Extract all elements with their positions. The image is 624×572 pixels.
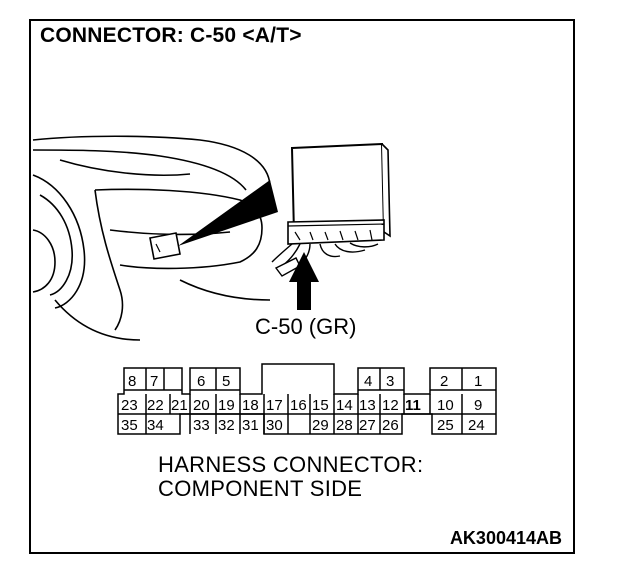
pin-11: 11 (405, 397, 421, 414)
pin-24: 24 (468, 417, 485, 434)
pin-29: 29 (312, 417, 329, 434)
pin-33: 33 (193, 417, 210, 434)
pin-labels: 8 7 6 5 4 3 2 1 23 22 21 20 19 18 17 16 … (121, 373, 485, 434)
connector-callout-label: C-50 (GR) (255, 314, 357, 339)
pin-8: 8 (128, 373, 136, 390)
pin-13: 13 (359, 397, 376, 414)
diagram-frame (29, 19, 575, 554)
harness-connector-face (117, 363, 497, 435)
connector-title: CONNECTOR: C-50 <A/T> (40, 24, 302, 47)
pin-10: 10 (437, 397, 454, 414)
pin-20: 20 (193, 397, 210, 414)
dash-connector-location (149, 232, 181, 260)
harness-caption-line1: HARNESS CONNECTOR: (158, 452, 424, 477)
pin-22: 22 (147, 397, 164, 414)
pin-34: 34 (147, 417, 164, 434)
pin-2: 2 (440, 373, 448, 390)
pin-27: 27 (359, 417, 376, 434)
pin-4: 4 (364, 373, 372, 390)
figure-code: AK300414AB (449, 528, 562, 548)
pin-30: 30 (266, 417, 283, 434)
pin-28: 28 (336, 417, 353, 434)
pin-7: 7 (150, 373, 158, 390)
pin-21: 21 (171, 397, 188, 414)
pin-6: 6 (197, 373, 205, 390)
pin-35: 35 (121, 417, 138, 434)
control-unit-drawing (271, 142, 391, 277)
instrument-panel-drawing (32, 135, 271, 341)
pin-3: 3 (386, 373, 394, 390)
pin-25: 25 (437, 417, 454, 434)
pin-12: 12 (382, 397, 399, 414)
pin-16: 16 (290, 397, 307, 414)
pin-31: 31 (242, 417, 259, 434)
callout-arrow (289, 252, 319, 310)
pin-18: 18 (242, 397, 259, 414)
pin-9: 9 (474, 397, 482, 414)
pin-5: 5 (222, 373, 230, 390)
pin-1: 1 (474, 373, 482, 390)
pin-17: 17 (266, 397, 283, 414)
pin-32: 32 (218, 417, 235, 434)
pin-15: 15 (312, 397, 329, 414)
pin-23: 23 (121, 397, 138, 414)
zoom-wedge (178, 180, 278, 246)
pin-14: 14 (336, 397, 353, 414)
pin-26: 26 (382, 417, 399, 434)
harness-caption-line2: COMPONENT SIDE (158, 476, 363, 501)
pin-19: 19 (218, 397, 235, 414)
